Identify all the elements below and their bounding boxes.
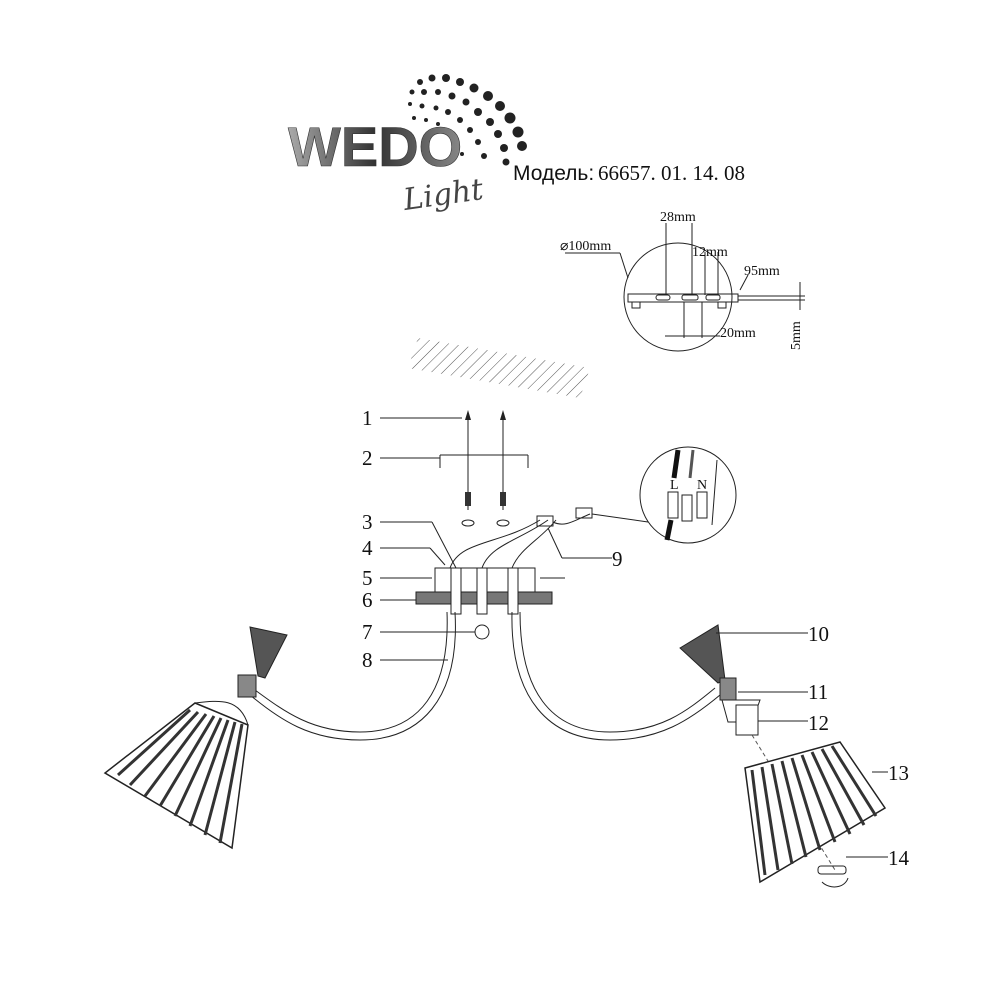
dimension-20mm: 20mm <box>720 326 756 341</box>
callout-10: 10 <box>808 622 829 646</box>
live-terminal-label: L <box>670 478 679 493</box>
model-number: 66657. 01. 14. 08 <box>598 161 745 185</box>
ceiling-hatch <box>408 338 590 398</box>
callout-12: 12 <box>808 711 829 735</box>
mounting-plate-detail: ⌀100mm 28mm 12mm 95mm 20mm 5mm <box>560 210 805 352</box>
logo-script: Light <box>400 172 486 218</box>
wiring-inset: L N <box>639 446 737 544</box>
callout-11: 11 <box>808 680 828 704</box>
right-lamp <box>679 624 887 888</box>
callout-4: 4 <box>362 536 373 560</box>
left-lamp <box>103 626 288 850</box>
callout-14: 14 <box>888 846 910 870</box>
callout-6: 6 <box>362 588 373 612</box>
dimension-5mm: 5mm <box>789 321 804 350</box>
callout-1: 1 <box>362 406 373 430</box>
callout-3: 3 <box>362 510 373 534</box>
callout-9: 9 <box>612 547 623 571</box>
callout-13: 13 <box>888 761 909 785</box>
right-arm <box>511 611 721 741</box>
dimension-diameter: ⌀100mm <box>560 239 611 254</box>
wedo-light-logo: WEDO Light <box>288 74 527 218</box>
dimension-95mm: 95mm <box>744 264 780 279</box>
callout-8: 8 <box>362 648 373 672</box>
dimension-28mm: 28mm <box>660 210 696 225</box>
callout-2: 2 <box>362 446 373 470</box>
logo-dot-swirl <box>408 74 527 166</box>
callout-lines <box>380 417 888 858</box>
callout-numbers: 1 2 3 4 5 6 7 8 9 10 11 12 13 14 <box>362 406 910 870</box>
dimension-12mm: 12mm <box>692 245 728 260</box>
logo-wordmark: WEDO <box>288 115 462 178</box>
callout-5: 5 <box>362 566 373 590</box>
mounting-hardware <box>402 410 649 640</box>
callout-7: 7 <box>362 620 373 644</box>
neutral-terminal-label: N <box>697 478 707 493</box>
left-arm-inner <box>254 611 448 733</box>
left-arm <box>249 611 456 741</box>
right-arm-inner <box>519 611 716 733</box>
model-label: Модель: <box>513 162 594 185</box>
